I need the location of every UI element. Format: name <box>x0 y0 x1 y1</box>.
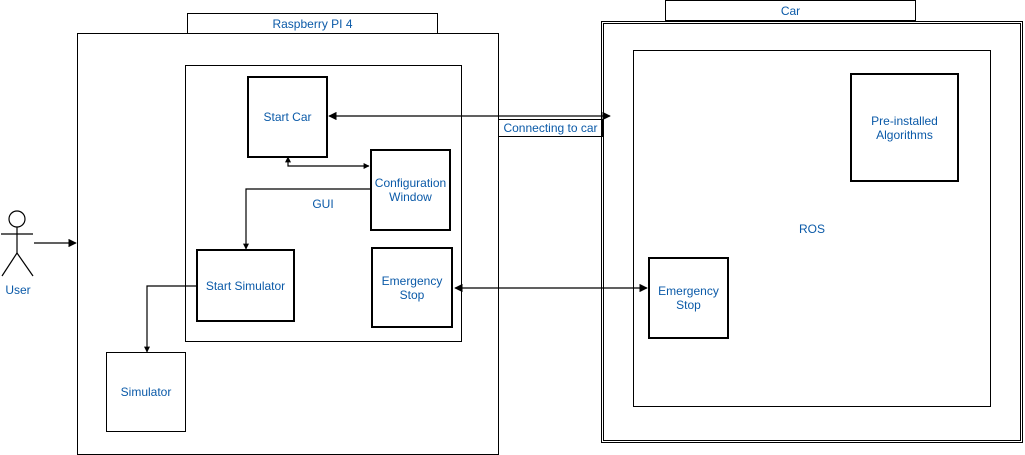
preinstalled-algorithms-box: Pre-installed Algorithms <box>850 73 959 182</box>
raspberry-pi-title: Raspberry PI 4 <box>272 16 353 31</box>
connection-label: Connecting to car <box>503 121 598 135</box>
car-emergency-stop-box: Emergency Stop <box>648 257 729 339</box>
start-car-button[interactable]: Start Car <box>247 76 328 158</box>
configuration-window-button[interactable]: Configuration Window <box>370 149 451 231</box>
pi-emergency-stop-label: Emergency Stop <box>381 273 443 302</box>
start-simulator-button[interactable]: Start Simulator <box>196 249 295 322</box>
car-title: Car <box>780 3 801 18</box>
ros-panel <box>633 50 991 407</box>
user-label: User <box>5 283 31 297</box>
simulator-box: Simulator <box>106 352 186 432</box>
startsim-to-simulator-arrow <box>144 285 197 353</box>
connection-label-box: Connecting to car <box>498 119 603 137</box>
configuration-window-label: Configuration Window <box>374 176 447 204</box>
config-to-simulator-arrow <box>243 188 370 250</box>
gui-label: GUI <box>312 197 334 211</box>
start-simulator-label: Start Simulator <box>205 278 286 293</box>
car-container <box>601 21 1023 443</box>
car-title-tab: Car <box>665 0 916 21</box>
start-car-label: Start Car <box>263 110 312 124</box>
startcar-config-arrow <box>285 156 370 169</box>
preinstalled-algorithms-label: Pre-installed Algorithms <box>871 113 938 142</box>
simulator-label: Simulator <box>120 385 172 399</box>
gui-panel <box>185 65 462 342</box>
user-icon <box>1 210 34 277</box>
car-emergency-stop-label: Emergency Stop <box>658 284 719 312</box>
raspberry-pi-title-tab: Raspberry PI 4 <box>187 13 438 34</box>
ros-label: ROS <box>798 222 825 236</box>
pi-emergency-stop-button[interactable]: Emergency Stop <box>371 247 453 328</box>
